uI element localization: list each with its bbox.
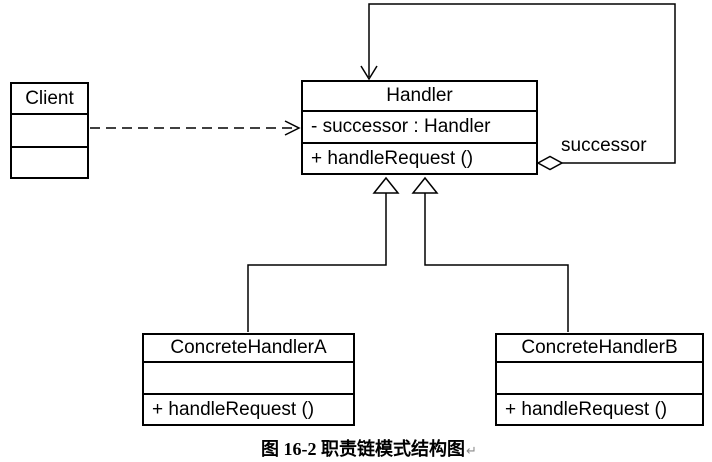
open-arrowhead-icon (360, 65, 378, 81)
aggregation-diamond-icon (536, 155, 564, 171)
concrete-a-attributes-compartment (144, 361, 353, 393)
generalization-line (247, 193, 387, 332)
handler-methods-compartment: + handleRequest () (303, 142, 536, 173)
open-arrowhead-icon (284, 120, 301, 136)
class-box-concrete-handler-a: ConcreteHandlerA + handleRequest () (142, 333, 355, 426)
generalization-line (424, 193, 569, 332)
generalization-arrow-concrete-a (247, 176, 400, 332)
handler-attribute-successor: - successor : Handler (311, 116, 491, 137)
concrete-a-methods-compartment: + handleRequest () (144, 393, 353, 424)
concrete-a-method-handle-request: + handleRequest () (152, 398, 315, 420)
class-name-concrete-handler-b: ConcreteHandlerB (521, 337, 678, 358)
class-name-client: Client (25, 87, 74, 109)
handler-method-handle-request: + handleRequest () (311, 147, 474, 169)
handler-attributes-compartment: - successor : Handler (303, 110, 536, 142)
figure-caption: 图 16-2 职责链模式结构图↵ (0, 435, 712, 461)
figure-caption-text: 图 16-2 职责链模式结构图 (261, 439, 466, 459)
client-attributes-compartment (12, 113, 87, 146)
successor-role-label: successor (561, 135, 647, 156)
class-box-client: Client (10, 82, 89, 179)
concrete-b-methods-compartment: + handleRequest () (497, 393, 702, 424)
concrete-b-attributes-compartment (497, 361, 702, 393)
dependency-arrow-client-to-handler (90, 120, 301, 136)
class-name-handler: Handler (386, 85, 453, 106)
client-methods-compartment (12, 146, 87, 177)
class-name-concrete-handler-a: ConcreteHandlerA (170, 337, 327, 358)
paragraph-mark-icon: ↵ (466, 444, 477, 459)
class-box-concrete-handler-b: ConcreteHandlerB + handleRequest () (495, 333, 704, 426)
inheritance-triangle-icon (411, 176, 439, 194)
concrete-b-method-handle-request: + handleRequest () (505, 398, 668, 420)
inheritance-triangle-icon (372, 176, 400, 194)
generalization-arrow-concrete-b (411, 176, 569, 332)
class-box-handler: Handler - successor : Handler + handleRe… (301, 80, 538, 175)
